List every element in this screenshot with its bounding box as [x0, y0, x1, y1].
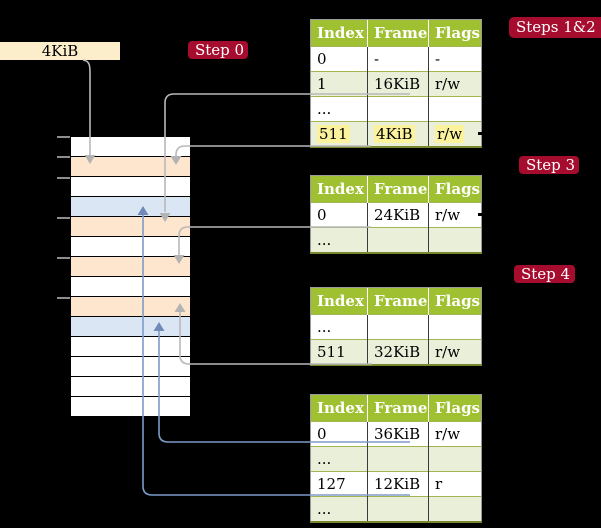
table-cell: 511 — [310, 121, 368, 148]
step-4-label: Step 4 — [514, 265, 575, 283]
column-header-flags: Flags — [428, 19, 482, 47]
table-cell: ... — [310, 227, 368, 254]
table-cell: 0 — [310, 421, 368, 447]
table-row: ... — [310, 446, 482, 472]
table-cell — [428, 96, 482, 122]
table-row: ... — [310, 314, 482, 340]
memory-row-0-white — [71, 137, 190, 157]
memory-row-5-white — [71, 237, 190, 257]
column-header-flags: Flags — [428, 394, 482, 422]
entry-4kib-to-frame-line — [175, 145, 371, 156]
table-cell: r/w — [428, 202, 482, 228]
address-tick — [57, 136, 70, 138]
table-cell: ... — [310, 446, 368, 472]
memory-row-10-white — [71, 337, 190, 357]
memory-row-3-blue — [71, 197, 190, 217]
table-row: 511 4KiB r/w — [310, 121, 482, 148]
column-header-index: Index — [310, 175, 368, 203]
highlighted-value: r/w — [435, 124, 465, 143]
table-cell — [367, 446, 429, 472]
table-cell: ... — [310, 96, 368, 122]
table-cell — [367, 96, 429, 122]
memory-row-13-white — [71, 397, 190, 416]
memory-row-8-wheat — [71, 297, 190, 317]
memory-row-6-wheat — [71, 257, 190, 277]
table-cell — [428, 227, 482, 254]
cropped-arrow-stub — [478, 132, 484, 135]
table-cell — [428, 496, 482, 523]
highlighted-value: 4KiB — [374, 124, 415, 143]
table-cell — [428, 314, 482, 340]
table-cell — [367, 314, 429, 340]
column-header-flags: Flags — [428, 175, 482, 203]
memory-row-7-white — [71, 277, 190, 297]
table-cell: 24KiB — [367, 202, 429, 228]
table-row: 0-- — [310, 46, 482, 72]
table-cell: ... — [310, 496, 368, 523]
table-cell: 4KiB — [367, 121, 429, 148]
table-cell: - — [428, 46, 482, 72]
table-cell: - — [367, 46, 429, 72]
memory-row-11-white — [71, 357, 190, 377]
table-row: ... — [310, 496, 482, 523]
memory-stack — [70, 136, 191, 417]
memory-row-12-white — [71, 377, 190, 397]
table-cell — [367, 496, 429, 523]
table-cell: 12KiB — [367, 471, 429, 497]
memory-row-1-wheat — [71, 157, 190, 177]
table-cell: 0 — [310, 202, 368, 228]
table-cell — [367, 227, 429, 254]
cr3-frame-label: 4KiB — [41, 42, 79, 60]
column-header-index: Index — [310, 287, 368, 315]
address-tick — [57, 156, 70, 158]
table-cell: 511 — [310, 339, 368, 366]
column-header-frame: Frame — [367, 287, 429, 315]
steps-1-2-label: Steps 1&2 — [509, 17, 601, 38]
column-header-frame: Frame — [367, 175, 429, 203]
memory-row-2-white — [71, 177, 190, 197]
table-cell: 1 — [310, 71, 368, 97]
table-cell: 36KiB — [367, 421, 429, 447]
column-header-flags: Flags — [428, 287, 482, 315]
table-cell: 0 — [310, 46, 368, 72]
table-row: ... — [310, 96, 482, 122]
table-row: ... — [310, 227, 482, 254]
table-cell: 32KiB — [367, 339, 429, 366]
address-tick — [57, 257, 70, 259]
table-cell: r — [428, 471, 482, 497]
cr3-frame-box: 4KiB — [0, 42, 120, 60]
table-cell: r/w — [428, 121, 482, 148]
column-header-frame: Frame — [367, 394, 429, 422]
memory-row-4-wheat — [71, 217, 190, 237]
step-0-label: Step 0 — [188, 41, 248, 59]
address-tick — [57, 297, 70, 299]
address-tick — [57, 217, 70, 219]
memory-row-9-blue — [71, 317, 190, 337]
column-header-index: Index — [310, 394, 368, 422]
table-cell: r/w — [428, 339, 482, 366]
table-cell: ... — [310, 314, 368, 340]
step-3-label: Step 3 — [519, 156, 579, 174]
table-cell: 127 — [310, 471, 368, 497]
table-cell — [428, 446, 482, 472]
table-cell: r/w — [428, 71, 482, 97]
cropped-arrow-stub — [478, 213, 484, 216]
table-cell: r/w — [428, 421, 482, 447]
table-cell: 16KiB — [367, 71, 429, 97]
column-header-index: Index — [310, 19, 368, 47]
highlighted-value: 511 — [317, 124, 350, 143]
column-header-frame: Frame — [367, 19, 429, 47]
address-tick — [57, 177, 70, 179]
